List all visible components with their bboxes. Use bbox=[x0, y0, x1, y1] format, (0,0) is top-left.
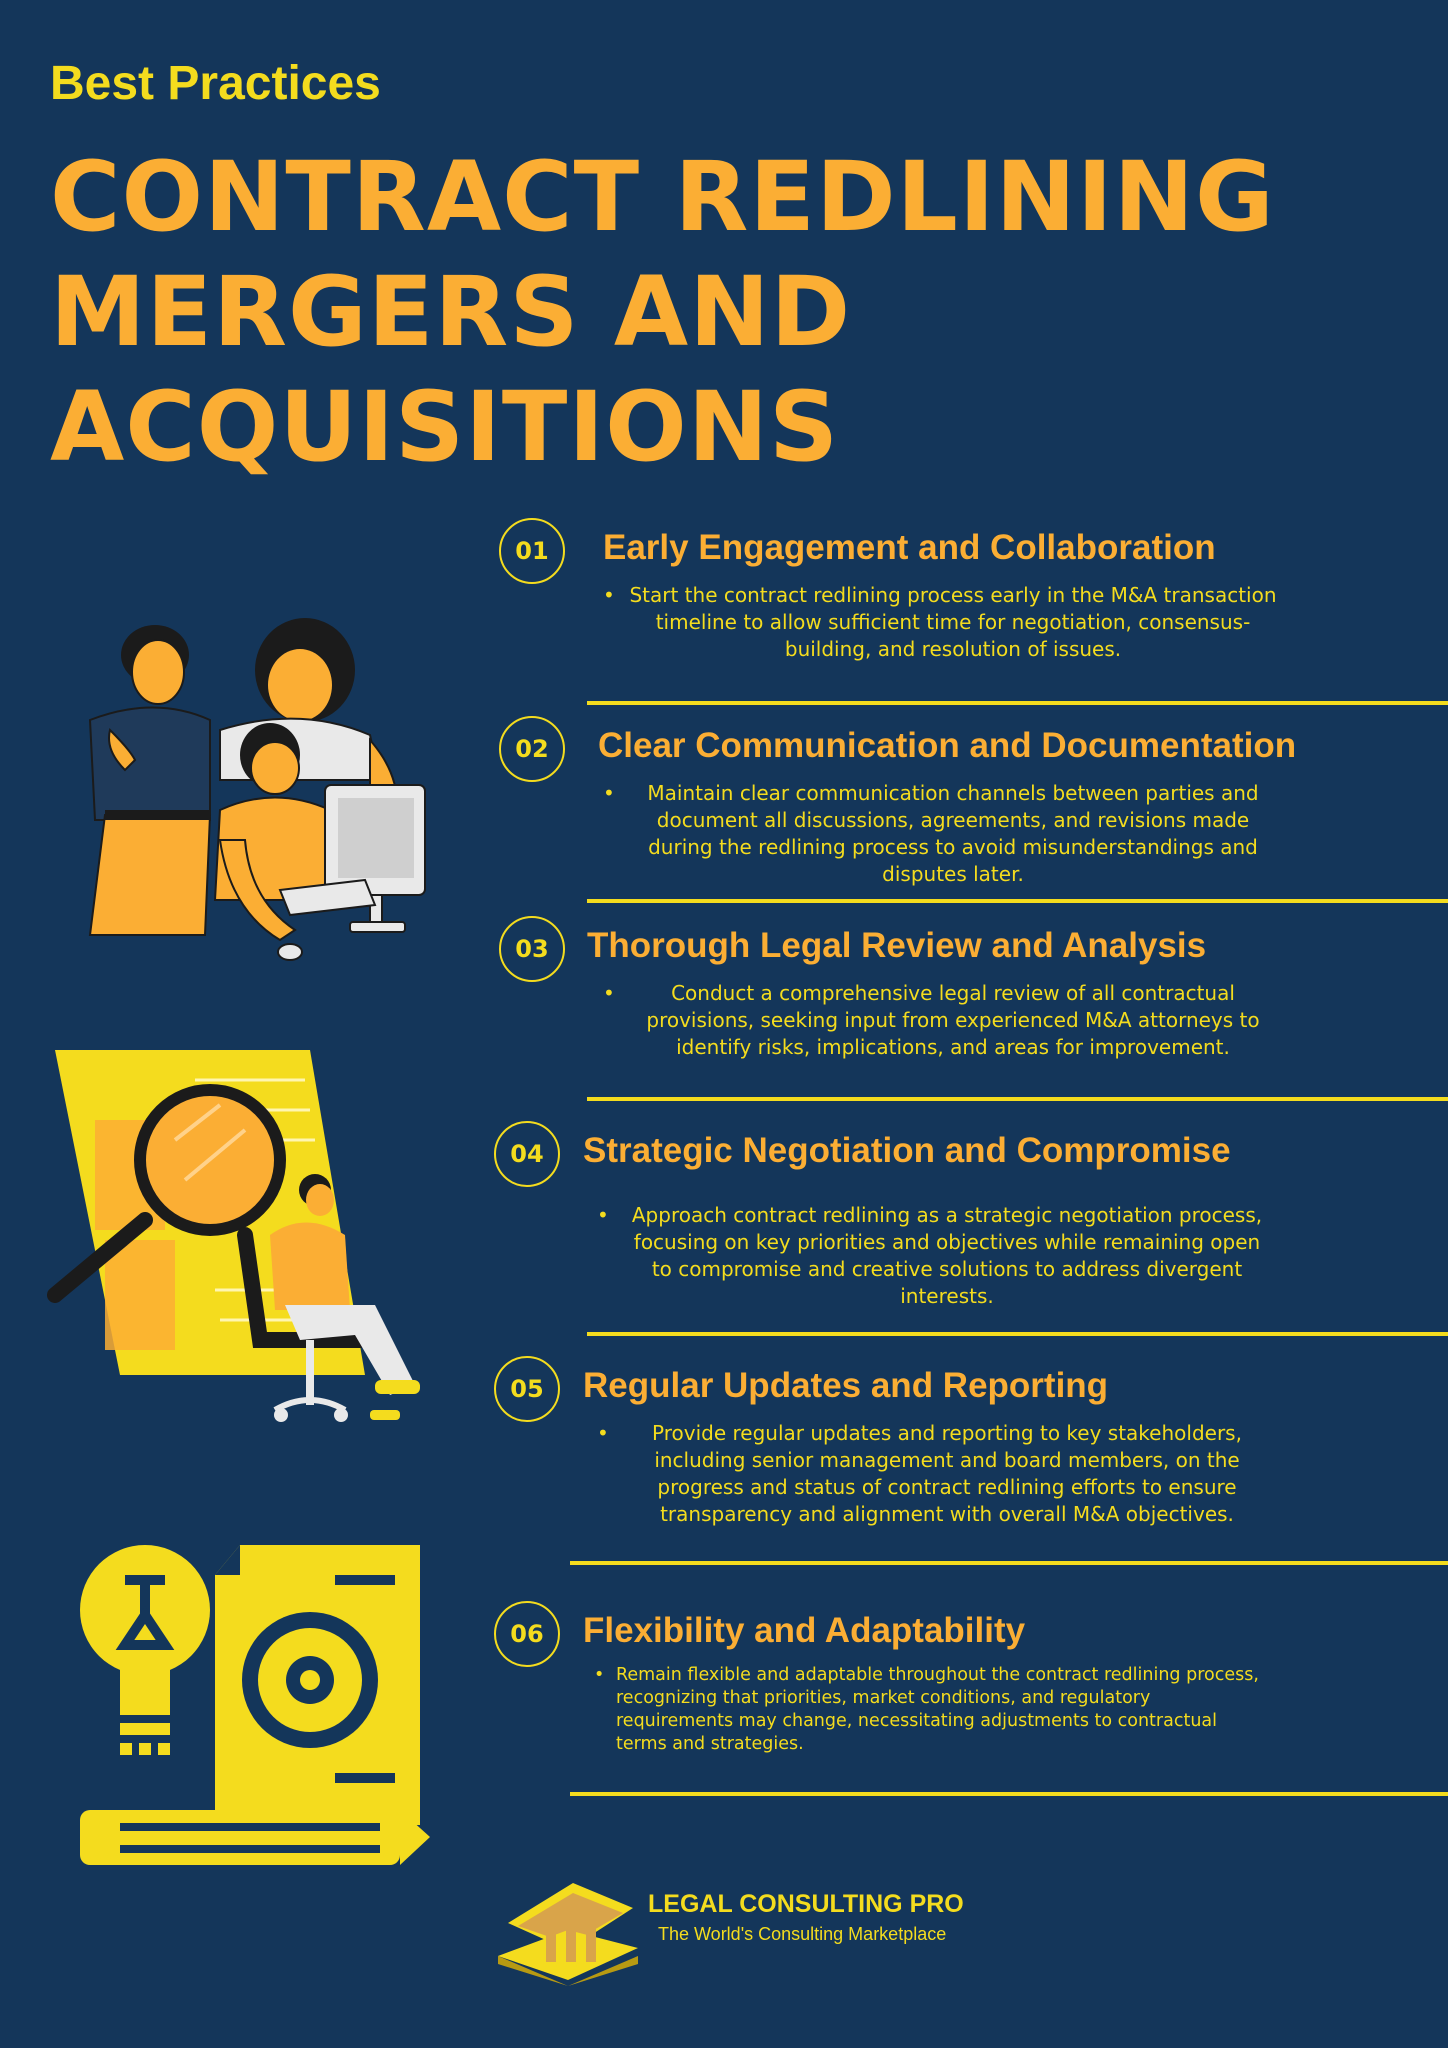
step-title-02: Clear Communication and Documentation bbox=[598, 726, 1297, 765]
kicker-label: Best Practices bbox=[50, 57, 381, 110]
step-number-01: 01 bbox=[499, 518, 565, 584]
step-body-06: Remain flexible and adaptable throughout… bbox=[616, 1665, 1259, 1754]
divider bbox=[570, 1792, 1448, 1796]
step-title-04: Strategic Negotiation and Compromise bbox=[583, 1131, 1231, 1170]
divider bbox=[587, 1097, 1448, 1101]
magnifier-illustration bbox=[47, 1050, 420, 1422]
bullet: • bbox=[594, 1665, 605, 1685]
divider bbox=[570, 1561, 1448, 1565]
step-body-02: Maintain clear communication channels be… bbox=[647, 781, 1259, 886]
bullet: • bbox=[597, 1203, 609, 1227]
title-line-1: CONTRACT REDLINING bbox=[50, 141, 1275, 253]
bullet: • bbox=[597, 1421, 609, 1445]
step-text-03: • Conduct a comprehensive legal review o… bbox=[603, 980, 1303, 1061]
ideas-illustration bbox=[80, 1545, 430, 1865]
step-body-05: Provide regular updates and reporting to… bbox=[652, 1421, 1242, 1526]
bullet: • bbox=[603, 583, 615, 607]
step-number-05: 05 bbox=[494, 1356, 560, 1422]
title-line-2: MERGERS AND bbox=[50, 256, 852, 368]
divider bbox=[587, 701, 1448, 705]
team-illustration bbox=[88, 618, 426, 961]
step-text-01: • Start the contract redlining process e… bbox=[603, 582, 1303, 663]
step-text-02: • Maintain clear communication channels … bbox=[603, 780, 1303, 888]
step-text-06: • Remain flexible and adaptable througho… bbox=[594, 1664, 1264, 1756]
bullet: • bbox=[603, 981, 615, 1005]
step-text-04: • Approach contract redlining as a strat… bbox=[597, 1202, 1297, 1310]
step-title-03: Thorough Legal Review and Analysis bbox=[587, 926, 1207, 965]
divider bbox=[587, 1332, 1448, 1336]
page-title: CONTRACT REDLINING MERGERS AND ACQUISITI… bbox=[50, 140, 1275, 485]
step-body-04: Approach contract redlining as a strateg… bbox=[631, 1203, 1263, 1308]
bullet: • bbox=[603, 781, 615, 805]
step-title-05: Regular Updates and Reporting bbox=[583, 1366, 1109, 1405]
step-body-01: Start the contract redlining process ear… bbox=[629, 583, 1277, 661]
step-body-03: Conduct a comprehensive legal review of … bbox=[646, 981, 1260, 1059]
brand-tagline: The World's Consulting Marketplace bbox=[658, 1924, 947, 1944]
step-title-06: Flexibility and Adaptability bbox=[583, 1611, 1026, 1650]
step-number-03: 03 bbox=[499, 916, 565, 982]
step-number-02: 02 bbox=[499, 716, 565, 782]
divider bbox=[587, 899, 1448, 903]
step-text-05: • Provide regular updates and reporting … bbox=[597, 1420, 1297, 1528]
step-title-01: Early Engagement and Collaboration bbox=[603, 528, 1216, 567]
brand-name: LEGAL CONSULTING PRO bbox=[648, 1890, 964, 1918]
step-number-04: 04 bbox=[494, 1121, 560, 1187]
courthouse-logo-icon bbox=[498, 1883, 638, 1986]
step-number-06: 06 bbox=[494, 1601, 560, 1667]
title-line-3: ACQUISITIONS bbox=[50, 371, 840, 483]
